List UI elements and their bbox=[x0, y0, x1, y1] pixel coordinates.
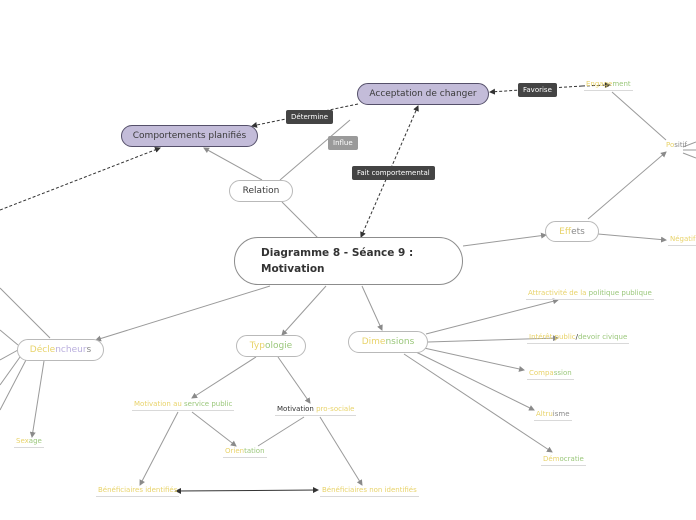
edge-identifies-non bbox=[175, 487, 319, 494]
edge-declencheurs-sexage bbox=[29, 360, 45, 438]
central-title-line2: Motivation bbox=[261, 263, 325, 275]
interet-label-c: devoir civique bbox=[577, 333, 628, 341]
central-topic[interactable]: Diagramme 8 - Séance 9 : Motivation bbox=[234, 237, 463, 285]
edge-typologie-prosociale bbox=[277, 356, 311, 404]
edge-offscreen-comportements bbox=[0, 147, 161, 211]
edge-relation-comportements bbox=[203, 147, 263, 181]
edge-central-effets bbox=[462, 232, 547, 247]
attractivite-leaf[interactable]: Attractivité de la politique publique bbox=[526, 289, 654, 300]
motivation-service-label-a: Motivation au bbox=[134, 400, 185, 408]
edge-central-typologie bbox=[281, 285, 327, 336]
compassion-label-a: Compa bbox=[529, 369, 554, 377]
orientation-label-b: tation bbox=[244, 447, 265, 455]
interet-label-a: Intérêt public bbox=[529, 333, 576, 341]
edge-dimensions-interet bbox=[427, 335, 559, 343]
motivation-service-label-b: service public bbox=[184, 400, 233, 408]
motivation-prosociale-label-a: Motivation bbox=[277, 405, 317, 413]
beneficiaires-identifies-leaf[interactable]: Bénéficiaires identifiés bbox=[96, 486, 180, 497]
democratie-label-a: Dém bbox=[543, 455, 560, 463]
sexage-label-a: Sex bbox=[16, 437, 29, 445]
sexage-label-b: age bbox=[28, 437, 42, 445]
favorise-tag[interactable]: Favorise bbox=[518, 83, 557, 97]
edge-relation-acceptation bbox=[279, 119, 351, 181]
interet-leaf[interactable]: Intérêt public/devoir civique bbox=[527, 333, 630, 344]
positif-leaf[interactable]: Positif bbox=[664, 141, 689, 151]
edge-dimensions-compassion bbox=[423, 347, 525, 372]
compassion-label-b: ssion bbox=[553, 369, 572, 377]
interet-label-b: / bbox=[575, 333, 578, 341]
engagement-label-b: ment bbox=[612, 80, 631, 88]
edge-central-dimensions bbox=[361, 285, 383, 331]
edge-prosociale-orientation bbox=[257, 416, 305, 447]
edge-service-orientation bbox=[191, 411, 237, 447]
engagement-label-a: Engage bbox=[586, 80, 613, 88]
dimensions-label-a: Dime bbox=[361, 337, 386, 347]
dimensions-label-b: nsions bbox=[385, 337, 415, 347]
edge-dimensions-attractivite bbox=[425, 298, 559, 335]
altruisme-leaf[interactable]: Altruisme bbox=[534, 410, 572, 421]
motivation-prosociale-leaf[interactable]: Motivation pro-sociale bbox=[275, 405, 357, 416]
edge-central-relation bbox=[281, 201, 319, 239]
determine-tag[interactable]: Détermine bbox=[286, 110, 334, 124]
positif-label-b: sitif bbox=[674, 141, 688, 149]
engagement-leaf[interactable]: Engagement bbox=[584, 80, 633, 91]
altruisme-label-a: Altru bbox=[536, 410, 553, 418]
edge-effets-positif bbox=[587, 151, 667, 220]
edge-effets-negatif bbox=[597, 233, 667, 243]
declencheurs-label-b: ncheur bbox=[55, 345, 87, 355]
altruisme-label-b: isme bbox=[552, 410, 570, 418]
orientation-leaf[interactable]: Orientation bbox=[223, 447, 267, 458]
edge-dimensions-democratie bbox=[403, 353, 553, 453]
orientation-label-a: Orien bbox=[225, 447, 245, 455]
edge-typologie-service bbox=[191, 356, 257, 399]
relation-node[interactable]: Relation bbox=[229, 180, 293, 202]
effets-label-a: Eff bbox=[559, 226, 572, 237]
positif-label-a: Po bbox=[666, 141, 675, 149]
declencheurs-label-c: s bbox=[86, 345, 92, 355]
democratie-label-b: ocratie bbox=[559, 455, 584, 463]
fait-comportemental-tag[interactable]: Fait comportemental bbox=[352, 166, 435, 180]
attractivite-label-b: politique publique bbox=[588, 289, 652, 297]
central-title-line1: Diagramme 8 - Séance 9 : bbox=[261, 247, 414, 259]
influe-tag[interactable]: Influe bbox=[328, 136, 358, 150]
beneficiaires-non-identifies-leaf[interactable]: Bénéficiaires non identifiés bbox=[320, 486, 419, 497]
attractivite-label-a: Attractivité de la bbox=[528, 289, 589, 297]
effets-label-b: ets bbox=[571, 226, 585, 237]
comportements-node[interactable]: Comportements planifiés bbox=[121, 125, 258, 147]
compassion-leaf[interactable]: Compassion bbox=[527, 369, 574, 380]
edge-positif-engagement bbox=[611, 91, 667, 141]
edge-service-identifies bbox=[139, 411, 179, 486]
edge-acceptation-comportements bbox=[251, 103, 359, 128]
edge-prosociale-non bbox=[319, 416, 363, 486]
declencheurs-label-a: Décle bbox=[29, 345, 56, 355]
typologie-label-b: ologie bbox=[264, 341, 293, 351]
motivation-prosociale-label-b: pro-sociale bbox=[316, 405, 355, 413]
sexage-leaf[interactable]: Sexage bbox=[14, 437, 44, 448]
negatif-leaf[interactable]: Négatif bbox=[668, 235, 696, 246]
motivation-service-leaf[interactable]: Motivation au service public bbox=[132, 400, 235, 411]
typologie-label-a: Typ bbox=[249, 341, 265, 351]
acceptation-node[interactable]: Acceptation de changer bbox=[357, 83, 489, 105]
edge-dimensions-altruisme bbox=[415, 351, 535, 411]
democratie-leaf[interactable]: Démocratie bbox=[541, 455, 586, 466]
edge-central-declencheurs bbox=[95, 285, 271, 342]
